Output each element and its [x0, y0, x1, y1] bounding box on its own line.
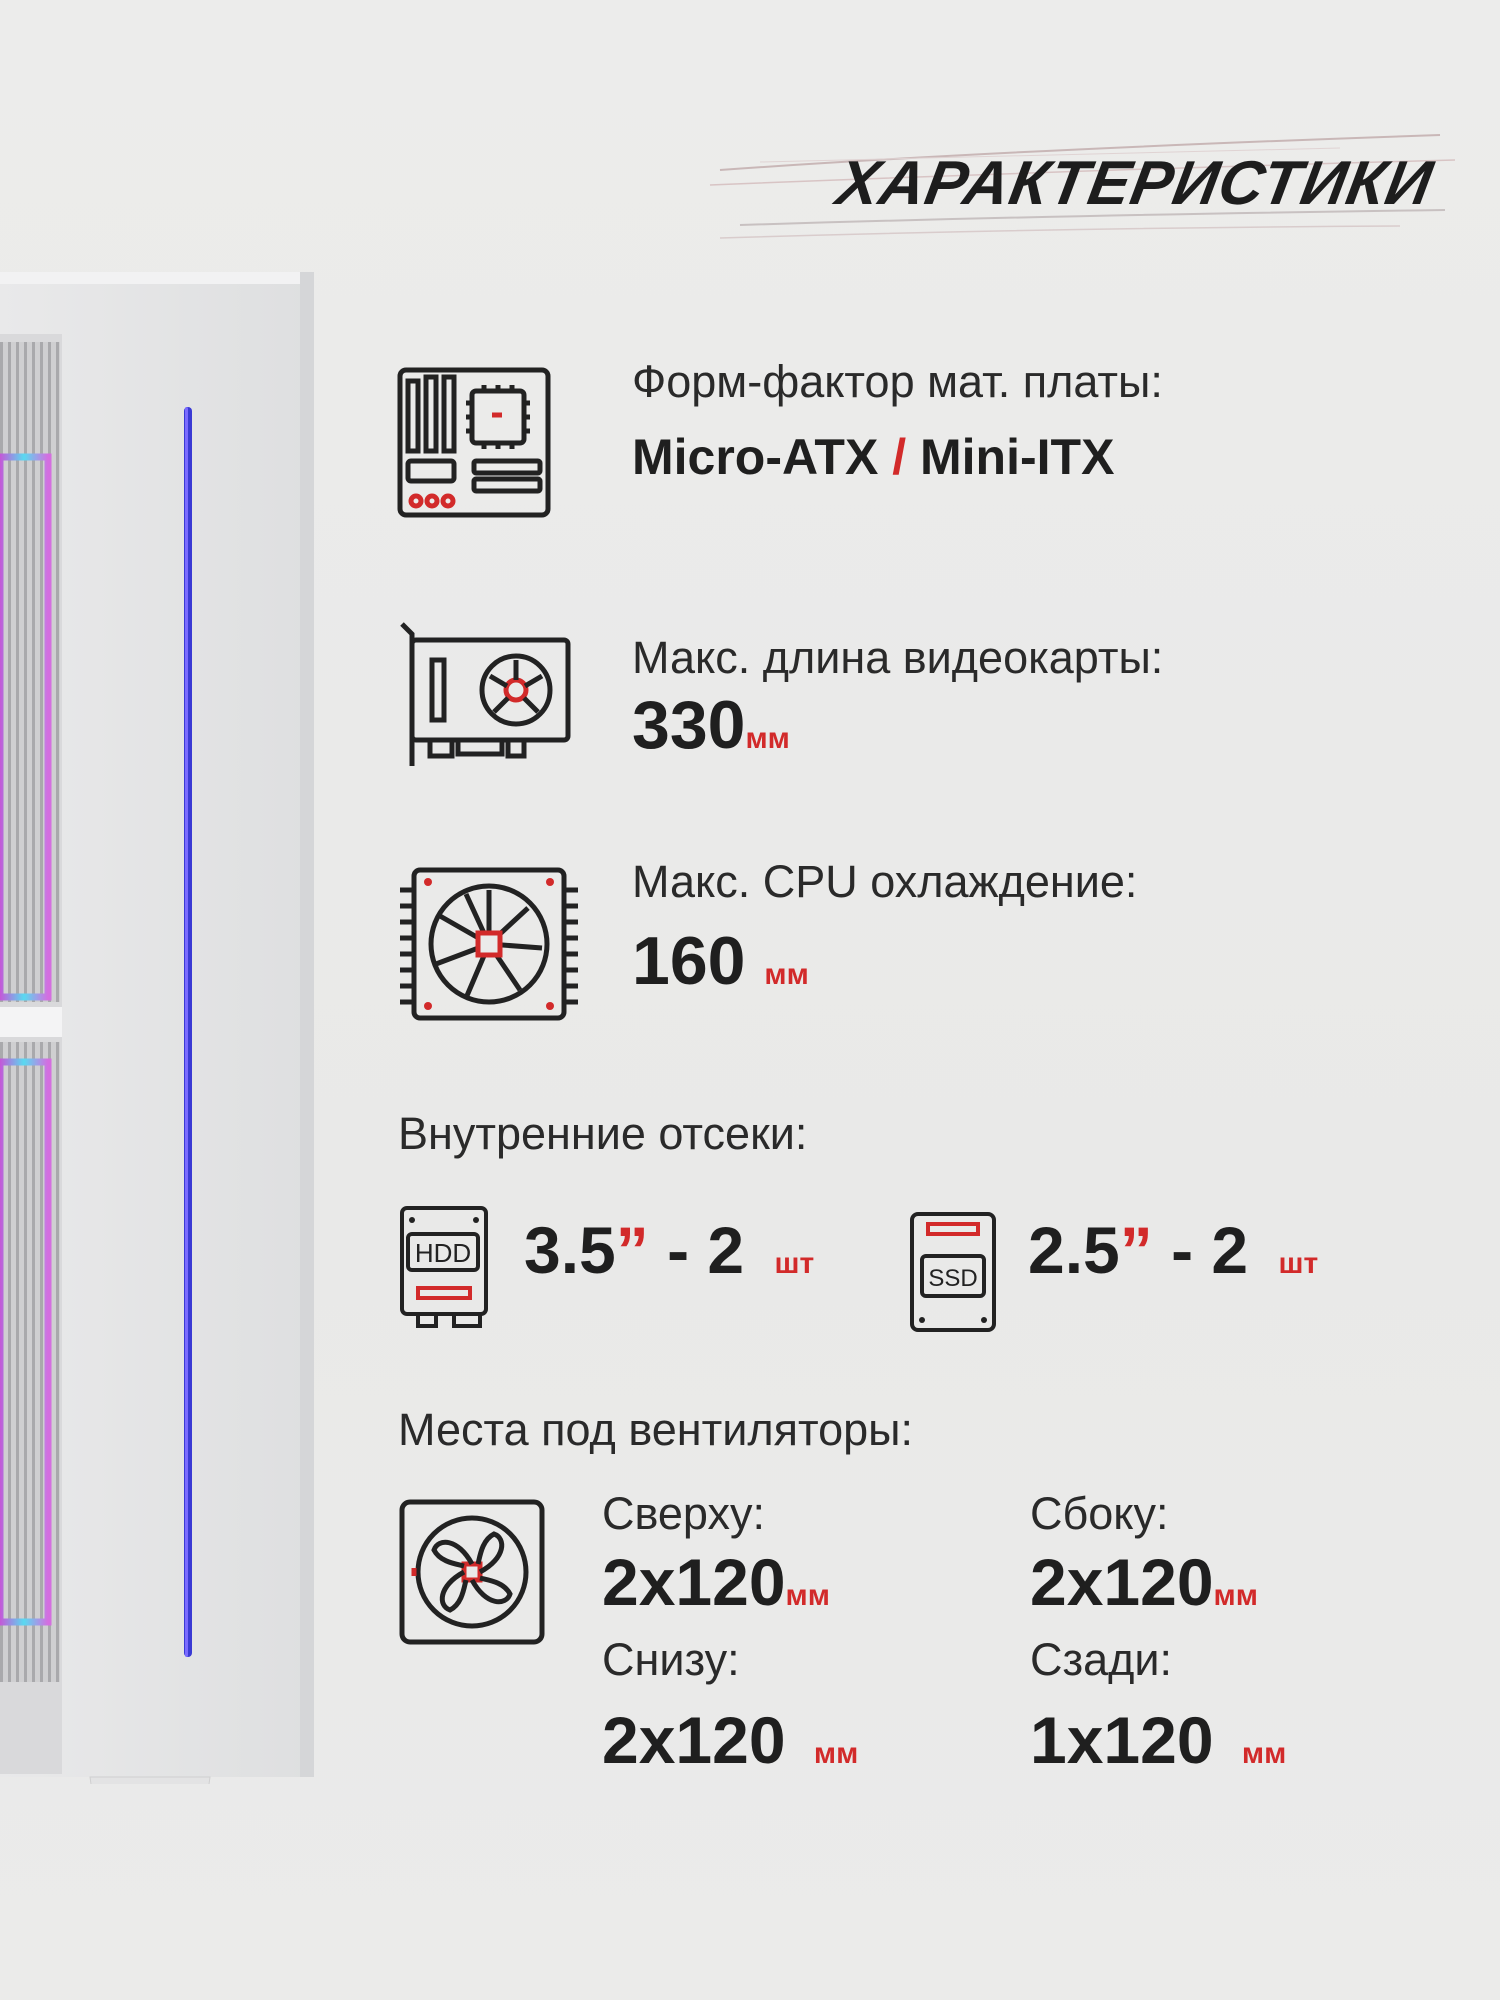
fan-icon: [398, 1498, 546, 1651]
gpu-value: 330мм: [632, 686, 790, 764]
fan-side-unit: мм: [1213, 1579, 1258, 1612]
gpu-unit: мм: [745, 722, 790, 755]
brush-stroke-decoration: [709, 134, 1456, 239]
hdd-count: - 2: [667, 1213, 745, 1287]
motherboard-separator: /: [892, 429, 907, 485]
hdd-size: 3.5: [524, 1213, 616, 1287]
cpu-cooler-icon: [396, 866, 582, 1027]
cpu-cooler-unit: мм: [764, 958, 809, 991]
fan-rear-unit: мм: [1241, 1737, 1287, 1770]
fan-bottom-unit: мм: [813, 1737, 859, 1770]
hdd-inch-mark: ”: [615, 1213, 649, 1287]
ssd-count: - 2: [1171, 1213, 1249, 1287]
ssd-icon: SSD: [908, 1210, 998, 1339]
fan-bottom-label: Снизу:: [602, 1634, 740, 1685]
cpu-cooler-label: Макс. CPU охлаждение:: [632, 856, 1138, 907]
fan-side-value: 2x120мм: [1030, 1544, 1258, 1620]
cpu-cooler-value: 160 мм: [632, 922, 809, 1000]
motherboard-form-factor-a: Micro-ATX: [632, 429, 879, 485]
fan-rear-size: 1x120: [1030, 1703, 1214, 1777]
ssd-inch-mark: ”: [1119, 1213, 1153, 1287]
motherboard-value: Micro-ATX / Mini-ITX: [632, 428, 1114, 486]
fan-side-label: Сбоку:: [1030, 1488, 1169, 1539]
hdd-unit: шт: [774, 1247, 815, 1280]
fan-top-label: Сверху:: [602, 1488, 765, 1539]
motherboard-form-factor-b: Mini-ITX: [920, 429, 1115, 485]
page-title: ХАРАКТЕРИСТИКИ: [831, 149, 1439, 218]
fan-side-size: 2x120: [1030, 1545, 1214, 1619]
gpu-label: Макс. длина видеокарты:: [632, 632, 1164, 683]
graphics-card-icon: [398, 620, 574, 775]
fan-top-value: 2x120мм: [602, 1544, 830, 1620]
ssd-unit: шт: [1278, 1247, 1319, 1280]
fan-top-size: 2x120: [602, 1545, 786, 1619]
motherboard-icon: [396, 365, 554, 528]
fans-label: Места под вентиляторы:: [398, 1404, 913, 1455]
fan-top-unit: мм: [785, 1579, 830, 1612]
fan-rear-value: 1x120 мм: [1030, 1702, 1286, 1778]
motherboard-label: Форм-фактор мат. платы:: [632, 356, 1163, 407]
bays-label: Внутренние отсеки:: [398, 1108, 808, 1159]
ssd-icon-text: SSD: [928, 1265, 977, 1292]
pc-case-image: [0, 272, 314, 1784]
ssd-size: 2.5: [1028, 1213, 1120, 1287]
hdd-icon: HDD: [398, 1204, 490, 1335]
gpu-length: 330: [632, 687, 746, 763]
fan-bottom-size: 2x120: [602, 1703, 786, 1777]
ssd-bays-value: 2.5” - 2 шт: [1028, 1212, 1318, 1288]
cpu-cooler-height: 160: [632, 923, 746, 999]
fan-rear-label: Сзади:: [1030, 1634, 1173, 1685]
hdd-icon-text: HDD: [415, 1238, 471, 1268]
title-banner: ХАРАКТЕРИСТИКИ: [700, 130, 1460, 250]
hdd-bays-value: 3.5” - 2 шт: [524, 1212, 814, 1288]
fan-bottom-value: 2x120 мм: [602, 1702, 858, 1778]
